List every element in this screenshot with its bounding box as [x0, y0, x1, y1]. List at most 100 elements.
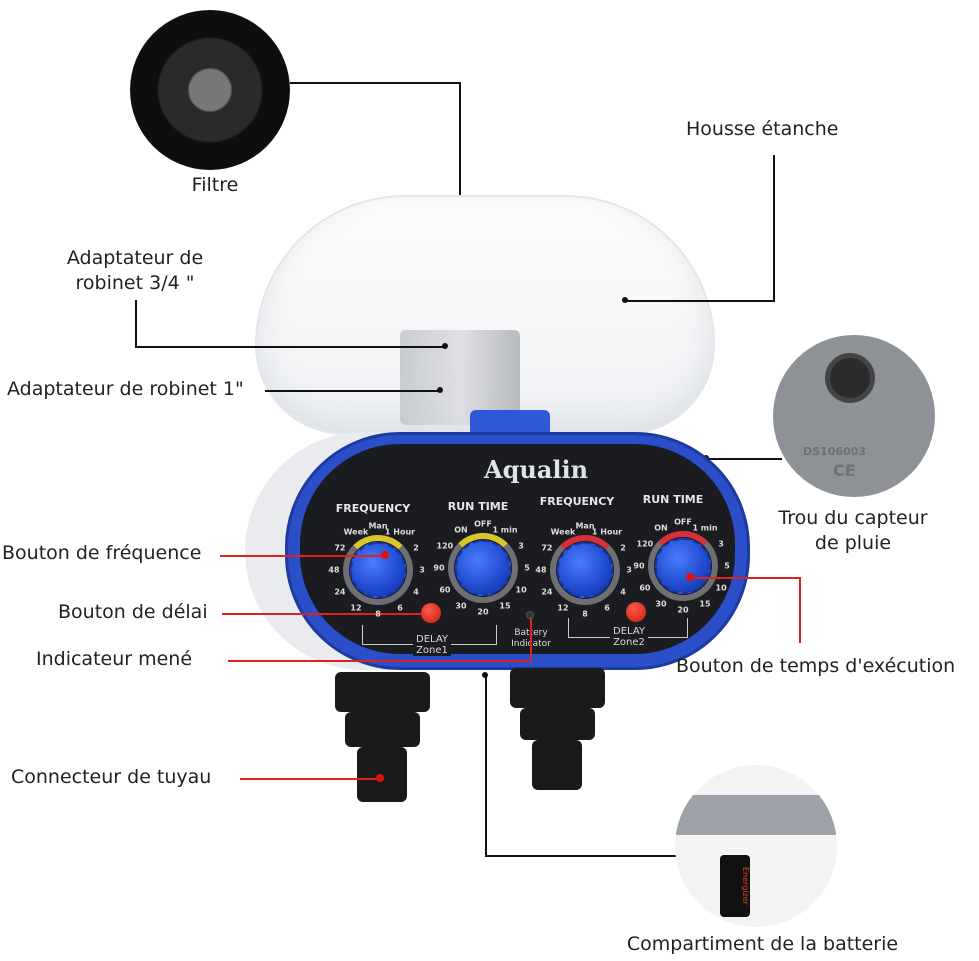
- adapter-34-leader: [135, 346, 445, 348]
- battery-housing: [675, 795, 837, 835]
- run-time-dial-zone1-title: RUN TIME: [447, 500, 509, 513]
- frequency-dial-zone2-title: FREQUENCY: [539, 495, 615, 508]
- frequency-dial-zone2-tick: 24: [541, 587, 553, 597]
- zone1-name: Zone1: [416, 645, 448, 656]
- adapter-1-leader: [265, 390, 440, 392]
- frequency-dial-zone1-tick: 2: [413, 543, 419, 553]
- frequency-dot: [381, 551, 389, 559]
- adapter-1-label: Adaptateur de robinet 1": [7, 378, 244, 400]
- battery-compartment-inset-image: Energizer: [675, 765, 837, 927]
- frequency-dial-zone1-knob[interactable]: [350, 542, 406, 598]
- run-time-leader: [690, 577, 800, 579]
- run-time-dial-zone1-tick: 60: [439, 585, 451, 595]
- frequency-dial-zone2-tick: 12: [557, 603, 569, 613]
- frequency-dial-zone1-tick: 24: [334, 587, 346, 597]
- run-time-dial-zone2-tick: 3: [718, 539, 724, 549]
- frequency-dial-zone1-tick: 4: [413, 587, 419, 597]
- brand-logo: Aqualin: [484, 455, 589, 484]
- frequency-dial-zone2-tick: 48: [535, 565, 547, 575]
- frequency-dial-zone2-tick: Man: [575, 521, 595, 531]
- hose-connector-label: Connecteur de tuyau: [11, 766, 212, 788]
- battery-leader-v: [485, 675, 487, 856]
- frequency-dial-zone1-tick: Man: [368, 521, 388, 531]
- adapter-34-dot: [442, 343, 448, 349]
- run-time-dial-zone2-tick: 15: [699, 599, 711, 609]
- frequency-dial-zone2-tick: 3: [626, 565, 632, 575]
- cover-label: Housse étanche: [686, 118, 839, 140]
- run-time-button-label: Bouton de temps d'exécution: [676, 655, 956, 677]
- run-time-dial-zone2-tick: 10: [715, 583, 727, 593]
- hose-connector-left-nut: [335, 672, 430, 712]
- run-time-dial-zone2-ring: [648, 531, 718, 601]
- run-time-dial-zone2-title: RUN TIME: [642, 493, 704, 506]
- adapter-34-label: Adaptateur de robinet 3/4 ": [40, 246, 230, 296]
- run-time-dial-zone1-tick: 20: [477, 607, 489, 617]
- run-time-dial-zone1-tick: 1 min: [492, 525, 518, 535]
- frequency-dial-zone2-ring: [550, 535, 620, 605]
- frequency-dial-zone1-tick: 6: [397, 603, 403, 613]
- frequency-dial-zone2-tick: 72: [541, 543, 553, 553]
- filter-leader: [290, 82, 460, 84]
- rain-sensor-line1: Trou du capteur: [778, 507, 928, 529]
- run-time-dial-zone2-knob[interactable]: [655, 538, 711, 594]
- cover-dot: [622, 297, 628, 303]
- frequency-dial-zone1-tick: 3: [419, 565, 425, 575]
- run-time-dial-zone2-tick: ON: [654, 523, 668, 533]
- battery-icon: Energizer: [720, 855, 750, 917]
- frequency-dial-zone2-knob[interactable]: [557, 542, 613, 598]
- adapter-1-dot: [437, 387, 443, 393]
- ce-mark: CE: [833, 461, 856, 480]
- run-time-dial-zone1-tick: 3: [518, 541, 524, 551]
- frequency-dial-zone1-title: FREQUENCY: [335, 502, 411, 515]
- run-time-leader-v: [799, 577, 801, 643]
- delay-button-zone1[interactable]: [421, 603, 441, 623]
- hose-connector-right-tip: [532, 740, 582, 790]
- run-time-dial-zone1-tick: 15: [499, 601, 511, 611]
- led-leader-v: [530, 618, 532, 661]
- rain-sensor-leader: [706, 458, 782, 460]
- run-time-dial-zone2-tick: OFF: [674, 517, 692, 527]
- battery-compartment-label: Compartiment de la batterie: [626, 933, 899, 955]
- run-time-dial-zone1-ring: [448, 533, 518, 603]
- run-time-dial-zone1-tick: ON: [454, 525, 468, 535]
- frequency-dial-zone1-ring: [343, 535, 413, 605]
- rain-sensor-code: DS106003: [803, 445, 866, 458]
- run-time-dial-zone2-tick: 30: [655, 599, 667, 609]
- frequency-dial-zone2-tick: 6: [604, 603, 610, 613]
- filter-inset-image: [130, 10, 290, 170]
- rain-sensor-label: Trou du capteur de pluie: [753, 506, 953, 556]
- hose-connector-right-nut: [510, 668, 605, 708]
- hose-connector-right-body: [520, 708, 595, 740]
- hose-connector-left-body: [345, 712, 420, 747]
- adapter-34-leader-v: [135, 300, 137, 347]
- run-time-dial-zone2-tick: 90: [633, 561, 645, 571]
- cover-leader-v: [773, 155, 775, 301]
- frequency-leader: [220, 555, 385, 557]
- zone2-name: Zone2: [613, 637, 645, 648]
- delay-button-zone2[interactable]: [626, 602, 646, 622]
- zone1-delay: DELAY: [416, 634, 448, 645]
- run-time-dial-zone2-tick: 5: [724, 561, 730, 571]
- run-time-dial-zone1-tick: 5: [524, 563, 530, 573]
- run-time-dial-zone1-knob[interactable]: [455, 540, 511, 596]
- run-time-dial-zone2-tick: 60: [639, 583, 651, 593]
- frequency-dial-zone1-tick: 12: [350, 603, 362, 613]
- rain-sensor-line2: de pluie: [814, 532, 892, 554]
- frequency-dial-zone1-tick: 8: [375, 609, 381, 619]
- cover-leader: [625, 300, 775, 302]
- adapter-34-line2: robinet 3/4 ": [75, 272, 195, 294]
- run-time-dial-zone2-tick: 20: [677, 605, 689, 615]
- filter-label: Filtre: [191, 174, 239, 196]
- adapter-34-line1: Adaptateur de: [66, 247, 204, 269]
- frequency-dial-zone2-tick: 4: [620, 587, 626, 597]
- frequency-dial-zone1-tick: Week: [343, 527, 369, 537]
- delay-leader: [222, 613, 422, 615]
- led-indicator-label: Indicateur mené: [36, 648, 193, 670]
- run-time-dial-zone1-tick: 90: [433, 563, 445, 573]
- battery-leader: [485, 855, 677, 857]
- frequency-dial-zone2-tick: 8: [582, 609, 588, 619]
- zone2-delay: DELAY: [613, 626, 645, 637]
- frequency-dial-zone2-tick: 1 Hour: [591, 527, 623, 537]
